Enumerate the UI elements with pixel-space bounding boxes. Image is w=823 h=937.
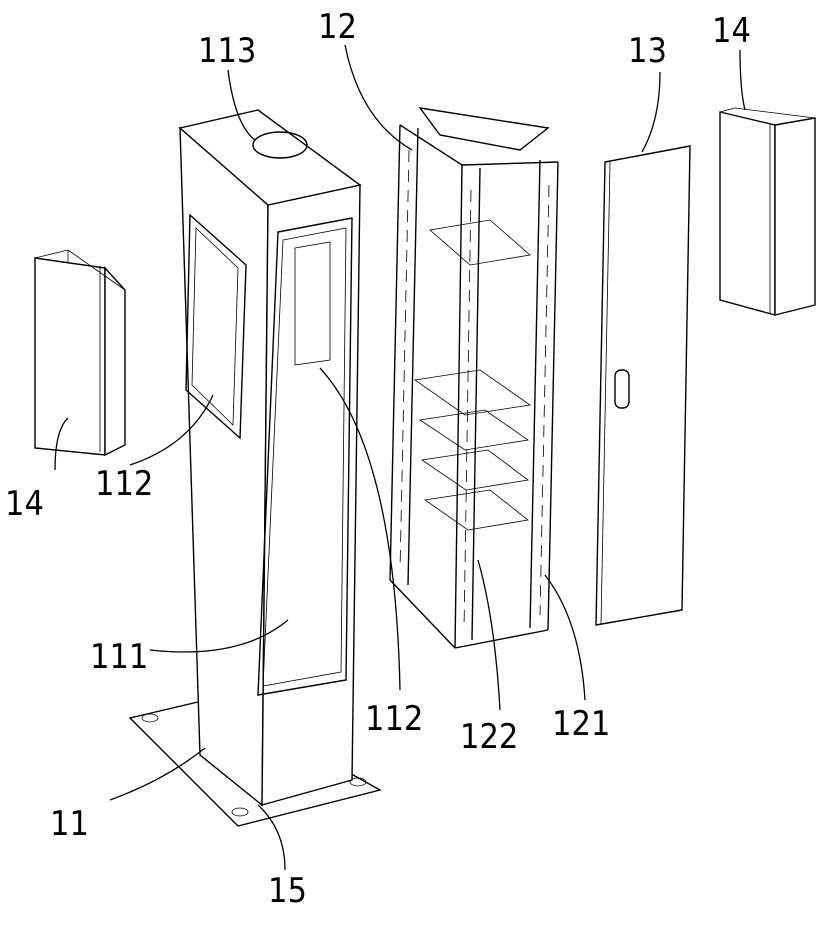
label-side-window-left: 112 — [95, 464, 153, 504]
label-door: 13 — [628, 31, 667, 71]
label-box-left: 14 — [5, 484, 44, 524]
label-box-right: 14 — [712, 11, 751, 51]
column-body — [180, 110, 360, 805]
label-rack-shelf: 122 — [460, 717, 518, 757]
rack — [390, 108, 558, 648]
rack-slots — [400, 150, 549, 630]
label-rack: 12 — [318, 7, 357, 47]
box-right — [720, 108, 815, 315]
door — [596, 146, 690, 625]
label-side-window-right: 112 — [365, 699, 423, 739]
label-base-plate: 15 — [268, 871, 307, 911]
box-left — [35, 250, 125, 455]
label-main-window: 111 — [90, 637, 148, 677]
label-rack-upright: 121 — [552, 704, 610, 744]
label-column-body: 11 — [50, 804, 89, 844]
rack-shelves — [415, 220, 530, 530]
label-top-opening: 113 — [198, 31, 256, 71]
